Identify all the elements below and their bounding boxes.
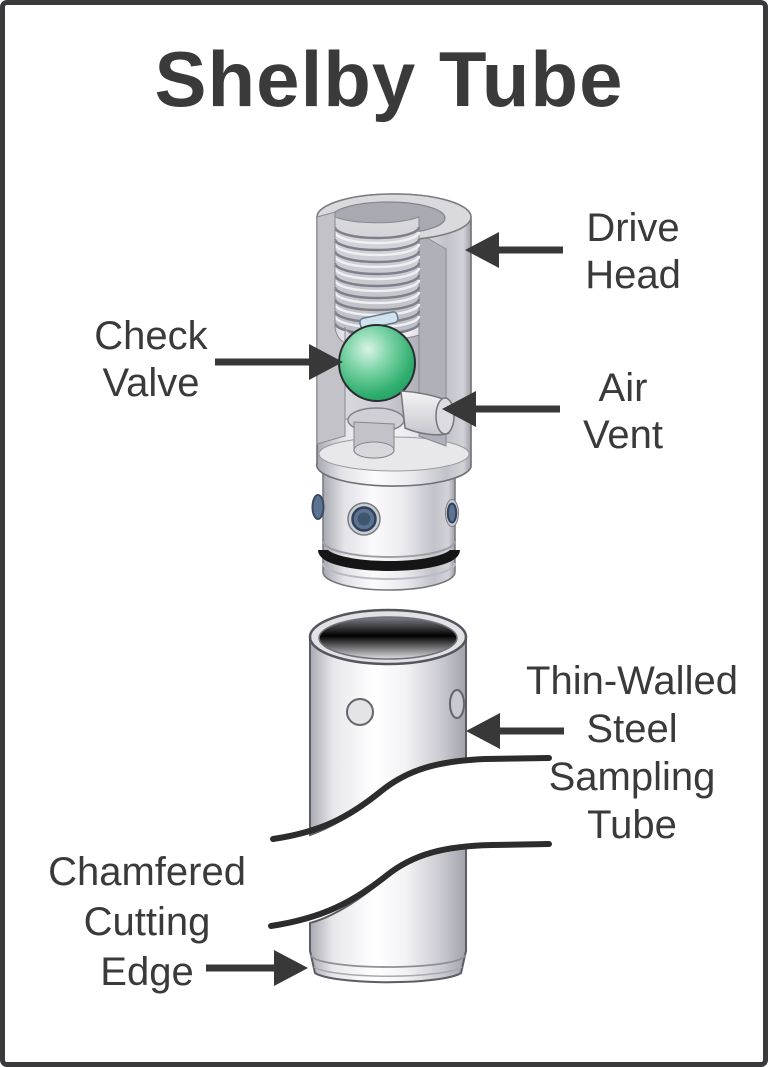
check-valve-ball bbox=[338, 324, 416, 402]
drive-head-label-line: Head bbox=[585, 253, 681, 297]
drive-head-collar bbox=[311, 459, 460, 591]
check-valve-arrow bbox=[215, 344, 343, 380]
cutting-edge-label-line: Edge bbox=[100, 950, 194, 994]
tube-hole-right bbox=[449, 689, 465, 719]
tube-interior bbox=[318, 616, 458, 660]
tube-break-lines bbox=[268, 755, 552, 929]
check-valve-label-line: Check bbox=[94, 314, 208, 358]
o-ring-groove bbox=[322, 540, 456, 558]
air-vent-label-line: Vent bbox=[582, 413, 664, 457]
drive-head-arrow bbox=[465, 232, 563, 268]
sampling-tube-label: Thin-Walled Steel Sampling Tube bbox=[508, 657, 756, 849]
drive-head-illustration bbox=[315, 193, 472, 487]
cutting-edge-label-line: Cutting bbox=[83, 900, 211, 944]
sampling-tube-lower bbox=[309, 846, 467, 984]
cutting-edge-label-line: Chamfered bbox=[48, 850, 246, 894]
check-valve-label-line: Valve bbox=[102, 361, 200, 405]
cutting-edge-label: Chamfered Cutting Edge bbox=[27, 847, 267, 997]
drive-head-label: Drive Head bbox=[523, 205, 743, 299]
check-valve-label: Check Valve bbox=[45, 313, 257, 407]
air-vent-label-line: Air bbox=[598, 366, 648, 410]
cutting-edge-arrow bbox=[206, 950, 308, 986]
page-title: Shelby Tube bbox=[154, 35, 624, 123]
sampling-tube-upper bbox=[308, 608, 468, 837]
air-vent-arrow bbox=[442, 391, 560, 427]
retaining-screw-left bbox=[311, 494, 325, 520]
tube-hole-left bbox=[346, 698, 374, 726]
internal-threads bbox=[333, 216, 421, 336]
sampling-tube-label-line: Steel bbox=[586, 707, 678, 751]
o-ring bbox=[318, 548, 460, 571]
air-vent-label: Air Vent bbox=[517, 365, 729, 459]
sampling-tube-arrow bbox=[466, 713, 564, 749]
sampling-tube-label-line: Sampling bbox=[548, 755, 716, 799]
cutting-edge bbox=[310, 954, 466, 978]
retaining-screw-center bbox=[347, 502, 381, 536]
tube-illustration bbox=[206, 193, 564, 986]
drive-head-label-line: Drive bbox=[586, 206, 680, 250]
air-vent-hole bbox=[400, 390, 455, 436]
retaining-screw-right bbox=[445, 499, 459, 527]
sampling-tube-label-line: Tube bbox=[587, 803, 677, 847]
sampling-tube-label-line: Thin-Walled bbox=[526, 659, 738, 703]
